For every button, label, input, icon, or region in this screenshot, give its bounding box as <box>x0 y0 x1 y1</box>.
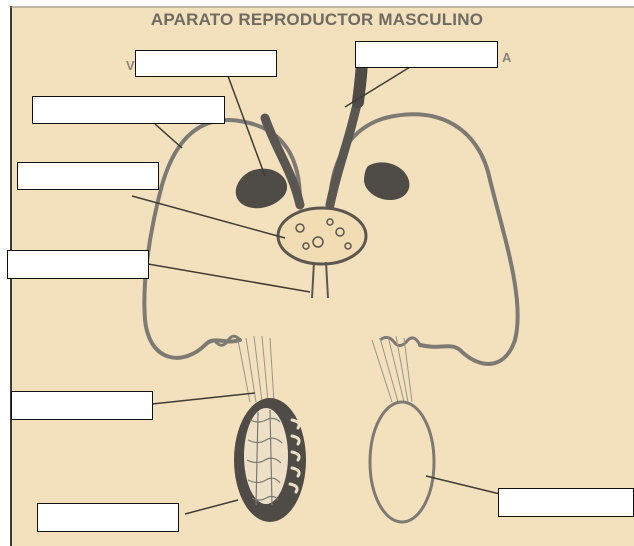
label-box-5[interactable] <box>7 250 149 279</box>
label-box-1[interactable] <box>135 50 277 77</box>
partial-label-left: V <box>126 58 135 73</box>
label-box-7[interactable] <box>37 503 179 532</box>
label-box-4[interactable] <box>17 162 159 190</box>
partial-label-right: A <box>502 50 511 65</box>
label-box-2[interactable] <box>355 41 498 68</box>
left-testis-inner <box>244 408 288 504</box>
label-box-3[interactable] <box>32 96 225 124</box>
worksheet-title: APARATO REPRODUCTOR MASCULINO <box>0 10 634 30</box>
prostate <box>278 208 366 264</box>
label-box-8[interactable] <box>498 488 634 517</box>
label-box-6[interactable] <box>11 391 153 420</box>
